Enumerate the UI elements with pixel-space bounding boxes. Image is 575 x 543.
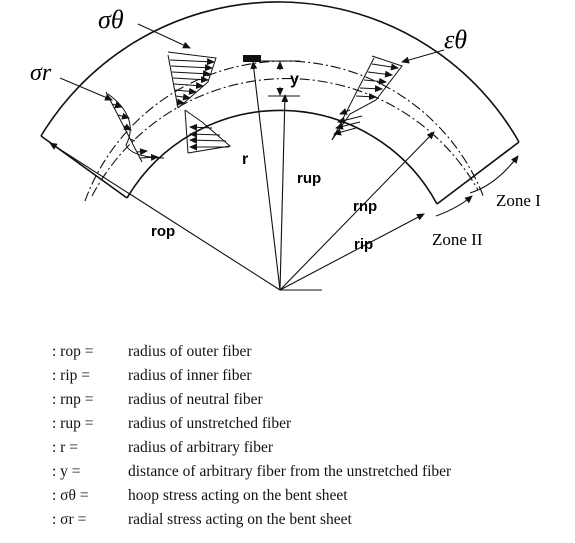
legend-description: radius of unstretched fiber: [128, 415, 292, 432]
bent-sheet-diagram: σθ σr εθ y r rup rnp rop rip Zone I Zone…: [30, 1, 541, 291]
legend-description: distance of arbitrary fiber from the uns…: [128, 463, 452, 480]
legend-row: : y = distance of arbitrary fiber from t…: [52, 460, 562, 484]
legend-description: radius of inner fiber: [128, 367, 252, 384]
legend-symbol: : rip =: [52, 367, 91, 384]
legend-symbol: : rup =: [52, 415, 94, 432]
hoop-stress-outer: [167, 51, 217, 109]
legend-row: : rnp = radius of neutral fiber: [52, 388, 562, 412]
r-line: [250, 61, 281, 291]
legend-row: : rop = radius of outer fiber: [52, 340, 562, 364]
r-np-line: [279, 131, 435, 291]
sigma-theta-label: σθ: [98, 5, 124, 34]
label-leaders: [59, 23, 445, 101]
symbol-legend: : rop = radius of outer fiber : rip = ra…: [52, 340, 562, 532]
legend-description: radius of outer fiber: [128, 343, 252, 360]
strain-distribution: [331, 55, 403, 141]
legend-symbol: : r =: [52, 439, 78, 456]
legend-description: radius of neutral fiber: [128, 391, 263, 408]
legend-description: radial stress acting on the bent sheet: [128, 511, 352, 528]
legend-symbol: : rnp =: [52, 391, 94, 408]
legend-row: : r = radius of arbitrary fiber: [52, 436, 562, 460]
radius-lines: [49, 61, 435, 291]
r-ip-label: rip: [354, 236, 373, 253]
zone-1-label: Zone I: [496, 191, 541, 210]
radial-stress-distribution: [105, 91, 165, 163]
zone-2-label: Zone II: [432, 230, 483, 249]
epsilon-theta-label: εθ: [444, 25, 467, 54]
legend-symbol: : σθ =: [52, 487, 89, 504]
legend-row: : rip = radius of inner fiber: [52, 364, 562, 388]
r-up-label: rup: [297, 170, 321, 187]
zone-2-arrow: [435, 195, 473, 217]
legend-row: : rup = radius of unstretched fiber: [52, 412, 562, 436]
sigma-r-label: σr: [30, 60, 52, 86]
inner-fiber-arc: [126, 109, 438, 205]
r-op-label: rop: [151, 223, 175, 240]
y-label: y: [290, 71, 299, 88]
legend-symbol: : σr =: [52, 511, 87, 528]
legend-description: hoop stress acting on the bent sheet: [128, 487, 348, 504]
right-end-line: [436, 141, 520, 205]
r-ip-line: [279, 213, 425, 291]
r-up-line: [279, 94, 289, 291]
legend-symbol: : y =: [52, 463, 81, 480]
arbitrary-fiber-block: [243, 55, 261, 62]
r-op-line: [49, 142, 281, 291]
hoop-stress-inner: [184, 109, 232, 154]
r-np-label: rnp: [353, 198, 377, 215]
fiber-element: [243, 55, 300, 97]
zone-arrows: [435, 155, 519, 217]
legend-row: : σr = radial stress acting on the bent …: [52, 508, 562, 532]
legend-symbol: : rop =: [52, 343, 94, 360]
zone-1-arrow: [469, 155, 519, 194]
legend-description: radius of arbitrary fiber: [128, 439, 274, 456]
outer-fiber-arc: [40, 1, 520, 143]
r-label: r: [242, 151, 248, 168]
legend-row: : σθ = hoop stress acting on the bent sh…: [52, 484, 562, 508]
